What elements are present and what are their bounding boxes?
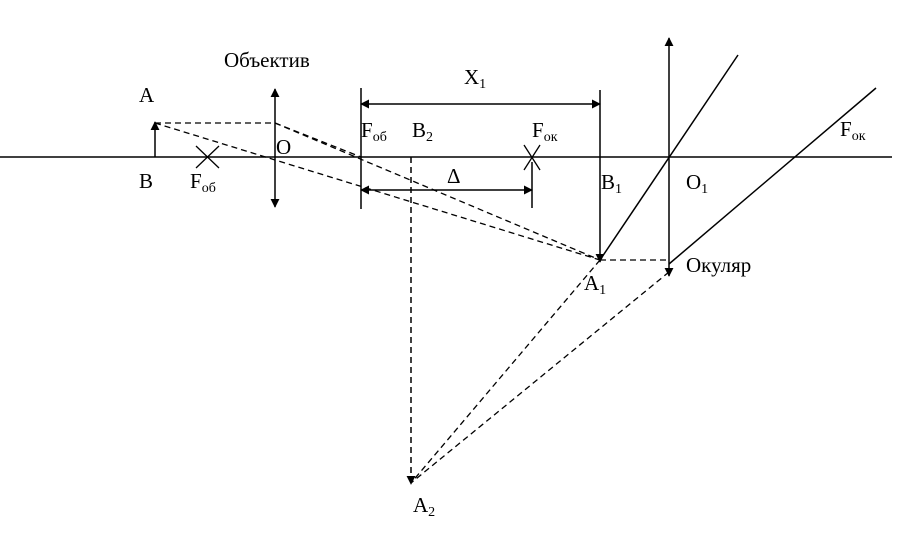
point-b2-label: B2 [412, 118, 433, 145]
x1-label: X1 [464, 65, 486, 92]
emergent-ray-upper [599, 54, 739, 261]
objective-center-label: O [276, 135, 291, 159]
eyepiece-center-label: O1 [686, 170, 708, 197]
focus-eyepiece-label: Fок [532, 118, 558, 145]
focus-eyepiece-far-label: Fок [840, 117, 866, 144]
focus-objective-right-label: Fоб [361, 118, 387, 145]
objective-label: Объектив [224, 48, 310, 72]
eyepiece-label: Окуляр [686, 253, 751, 277]
focus-objective-left-label: Fоб [190, 169, 216, 196]
point-b-label: B [139, 169, 153, 193]
point-a2-label: A2 [413, 493, 435, 520]
point-b1-label: B1 [601, 170, 622, 197]
construction-rays [154, 122, 670, 484]
emergent-ray-lower [668, 87, 877, 265]
point-a1-label: A1 [584, 271, 606, 298]
point-a-label: A [139, 83, 155, 107]
delta-label: Δ [447, 164, 461, 188]
